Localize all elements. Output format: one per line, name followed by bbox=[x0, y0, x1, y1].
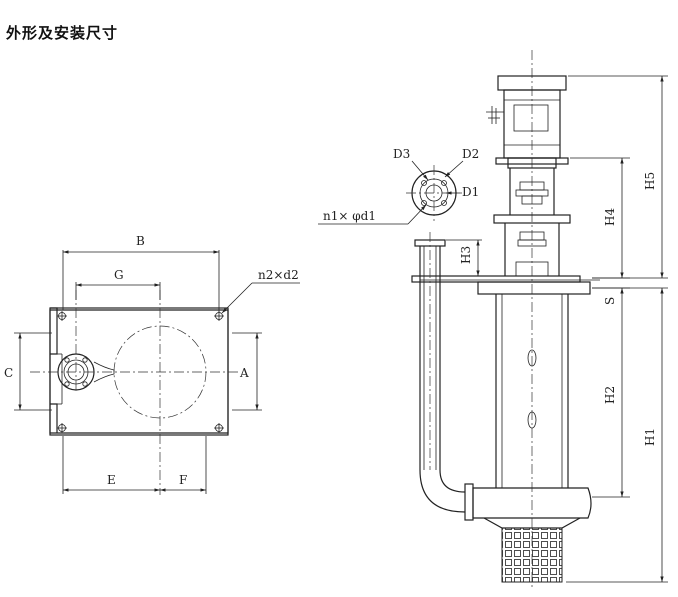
label-d2: D2 bbox=[462, 147, 479, 161]
dim-label-g: G bbox=[114, 268, 124, 282]
page-title: 外形及安装尺寸 bbox=[6, 24, 119, 42]
dim-label-e: E bbox=[107, 473, 116, 487]
label-d1: D1 bbox=[462, 185, 479, 199]
base-plate bbox=[411, 275, 600, 295]
dim-label-a: A bbox=[239, 366, 249, 380]
plate-frame bbox=[49, 307, 229, 436]
pump-casing bbox=[472, 487, 592, 583]
elevation-view: H3 H4 H5 S H2 H1 bbox=[411, 50, 668, 590]
bolt-hole bbox=[214, 311, 224, 321]
label-n2-d2: n2×d2 bbox=[258, 268, 299, 282]
dim-label-f: F bbox=[179, 473, 187, 487]
label-d3: D3 bbox=[393, 147, 410, 161]
pump-column bbox=[495, 294, 569, 488]
discharge-pipe bbox=[414, 232, 474, 521]
bolt-hole bbox=[214, 423, 224, 433]
dim-label-b: B bbox=[136, 234, 145, 248]
plan-view: B G n2×d2 C A E F bbox=[4, 234, 300, 495]
dim-label-h1: H1 bbox=[643, 428, 657, 446]
dim-label-h2: H2 bbox=[603, 386, 617, 404]
dim-label-s: S bbox=[603, 297, 617, 305]
bolt-hole bbox=[57, 423, 67, 433]
dim-label-c: C bbox=[4, 366, 13, 380]
flange-detail: D3 D2 D1 n1× φd1 bbox=[318, 147, 479, 225]
dim-label-h4: H4 bbox=[603, 208, 617, 226]
base-plate-outline bbox=[49, 309, 229, 434]
dim-label-h3: H3 bbox=[459, 246, 473, 264]
bolt-hole bbox=[57, 311, 67, 321]
motor bbox=[486, 75, 569, 169]
dim-label-h5: H5 bbox=[643, 172, 657, 190]
label-n1-d1: n1× φd1 bbox=[323, 209, 376, 223]
